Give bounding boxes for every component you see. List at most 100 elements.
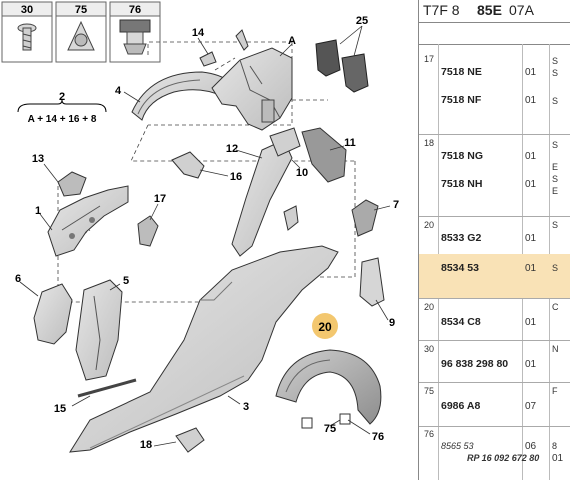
text-fragment: E bbox=[552, 186, 559, 196]
callout-11: 11 bbox=[344, 137, 356, 149]
part-11-bracket bbox=[301, 127, 347, 183]
qty: 01 bbox=[552, 453, 564, 464]
callout-25: 25 bbox=[356, 15, 368, 27]
qty: 01 bbox=[525, 179, 537, 190]
part-10-bracket bbox=[269, 127, 301, 157]
assembly-formula: A + 14 + 16 + 8 bbox=[17, 99, 107, 125]
part-ref[interactable]: 7518 NH bbox=[441, 178, 483, 190]
part-17-bracket bbox=[137, 215, 159, 247]
part-16-bracket bbox=[171, 151, 205, 179]
callout-76-box: 76 bbox=[129, 4, 141, 16]
row-index: 18 bbox=[424, 138, 435, 148]
header-prefix: T7F 8 bbox=[423, 2, 460, 18]
parts-diagram: 30 75 76 bbox=[1, 1, 399, 453]
text-fragment: F bbox=[552, 386, 558, 396]
callout-20-circle: 20 bbox=[312, 313, 338, 339]
qty: 01 bbox=[525, 151, 537, 162]
qty: 01 bbox=[525, 359, 537, 370]
callout-15: 15 bbox=[54, 403, 66, 415]
callout-76: 76 bbox=[372, 431, 384, 443]
formula-text: A + 14 + 16 + 8 bbox=[28, 114, 97, 125]
clip-75-icon bbox=[67, 20, 95, 51]
callout-18: 18 bbox=[140, 439, 152, 451]
part-12-reinforcement bbox=[231, 139, 293, 257]
clip-76-icon bbox=[119, 19, 151, 55]
callout-A: A bbox=[288, 35, 296, 47]
part-1-inner-panel bbox=[47, 185, 129, 257]
part-ref[interactable]: 7518 NE bbox=[441, 66, 482, 78]
callout-2: 2 bbox=[59, 91, 65, 103]
part-15-strip bbox=[77, 378, 137, 398]
text-fragment: 8 bbox=[552, 441, 558, 451]
part-7-bracket bbox=[351, 199, 379, 237]
table-row[interactable]: 30 96 838 298 80 01 N bbox=[419, 340, 570, 383]
text-fragment: S bbox=[552, 220, 559, 230]
text-fragment: S bbox=[552, 68, 559, 78]
callout-16: 16 bbox=[230, 171, 242, 183]
table-row[interactable]: 18 7518 NG 01 7518 NH 01 S E S E bbox=[419, 134, 570, 217]
fasteners-liner bbox=[301, 413, 351, 429]
part-ref[interactable]: 96 838 298 80 bbox=[441, 358, 509, 370]
text-fragment: S bbox=[552, 174, 559, 184]
row-index: 20 bbox=[424, 220, 435, 230]
table-row[interactable]: 20 8534 C8 01 C bbox=[419, 298, 570, 341]
row-index: 20 bbox=[424, 302, 435, 312]
callout-12: 12 bbox=[226, 143, 238, 155]
text-fragment: S bbox=[552, 263, 559, 273]
callout-17: 17 bbox=[154, 193, 166, 205]
fastener-box-76: 76 bbox=[109, 1, 161, 63]
row-index: 30 bbox=[424, 344, 435, 354]
row-index: 17 bbox=[424, 54, 435, 64]
qty: 01 bbox=[525, 263, 537, 274]
part-14-clip bbox=[199, 51, 217, 67]
callout-75-box: 75 bbox=[75, 4, 87, 16]
part-5-pillar bbox=[75, 279, 123, 381]
table-row[interactable]: 75 6986 A8 07 F bbox=[419, 382, 570, 427]
row-index: 75 bbox=[424, 386, 435, 396]
replacement-ref[interactable]: RP 16 092 672 80 bbox=[467, 453, 540, 463]
part-ref[interactable]: 8534 C8 bbox=[441, 316, 481, 328]
part-ref[interactable]: 8533 G2 bbox=[441, 232, 482, 244]
part-9-panel bbox=[359, 257, 385, 307]
text-fragment: S bbox=[552, 140, 559, 150]
row-index: 76 bbox=[424, 429, 435, 439]
part-ref[interactable]: 7518 NF bbox=[441, 94, 482, 106]
callout-6: 6 bbox=[15, 273, 21, 285]
part-4-inner-arch bbox=[131, 71, 231, 121]
text-fragment: E bbox=[552, 162, 559, 172]
part-ref[interactable]: 6986 A8 bbox=[441, 400, 481, 412]
part-ref[interactable]: 8534 53 bbox=[441, 262, 479, 274]
part-3-quarter-panel bbox=[69, 245, 339, 453]
callout-1: 1 bbox=[35, 205, 41, 217]
part-small-clip bbox=[283, 205, 299, 231]
qty: 01 bbox=[525, 233, 537, 244]
bolt-30-icon bbox=[17, 23, 37, 51]
callout-labels: A 4 14 25 2 13 12 11 10 16 17 1 7 6 5 9 … bbox=[15, 15, 399, 451]
callout-5: 5 bbox=[123, 275, 129, 287]
part-20-liner bbox=[275, 349, 382, 425]
part-13-bracket bbox=[57, 171, 87, 197]
callout-3: 3 bbox=[243, 401, 249, 413]
callout-14: 14 bbox=[192, 27, 205, 39]
part-25-mudflaps bbox=[315, 39, 369, 93]
text-fragment: C bbox=[552, 302, 559, 312]
parts-list-panel: T7F 8 85E 07A 17 7518 NE 01 7518 NF 01 S… bbox=[418, 0, 570, 480]
table-row[interactable]: 76 8565 53 06 8 RP 16 092 672 80 01 bbox=[419, 426, 570, 480]
column-header bbox=[419, 22, 570, 45]
table-row-highlighted[interactable]: 8534 53 01 S bbox=[419, 254, 570, 299]
text-fragment: S bbox=[552, 96, 559, 106]
callout-7: 7 bbox=[393, 199, 399, 211]
leader-lines bbox=[19, 25, 391, 447]
text-fragment: N bbox=[552, 344, 559, 354]
qty: 01 bbox=[525, 67, 537, 78]
callout-4: 4 bbox=[115, 85, 122, 97]
part-A-assembly bbox=[211, 47, 293, 131]
part-ref[interactable]: 7518 NG bbox=[441, 150, 484, 162]
part-ref-note[interactable]: 8565 53 bbox=[441, 441, 474, 451]
callout-30: 30 bbox=[21, 4, 33, 16]
table-row[interactable]: 17 7518 NE 01 7518 NF 01 S S S bbox=[419, 52, 570, 135]
fastener-box-30: 30 bbox=[1, 1, 53, 63]
callout-75: 75 bbox=[324, 423, 336, 435]
qty: 06 bbox=[525, 441, 537, 452]
table-row[interactable]: 20 8533 G2 01 S bbox=[419, 216, 570, 255]
